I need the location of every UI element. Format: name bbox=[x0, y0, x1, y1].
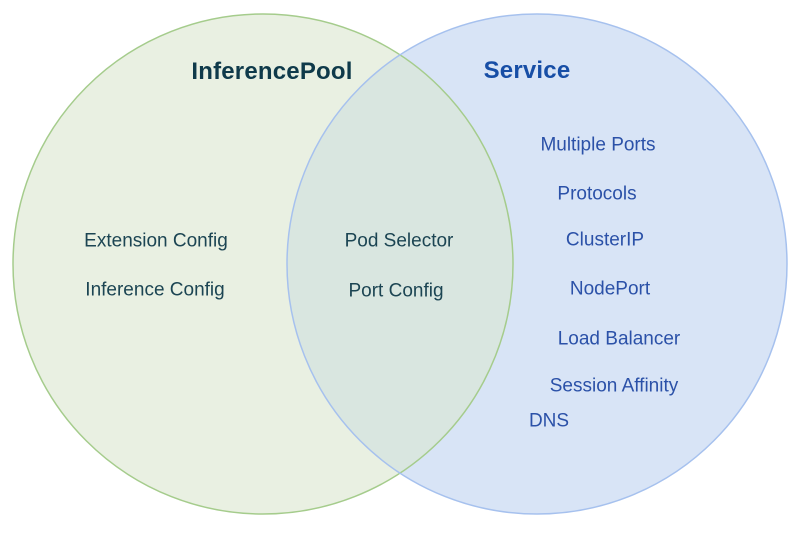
overlap-item-port-config: Port Config bbox=[348, 280, 444, 302]
right-item-protocols: Protocols bbox=[557, 183, 637, 205]
right-item-load-balancer: Load Balancer bbox=[557, 328, 681, 350]
service-circle-border bbox=[286, 13, 788, 515]
right-item-nodeport: NodePort bbox=[569, 278, 651, 300]
right-item-multiple-ports: Multiple Ports bbox=[540, 134, 656, 156]
left-item-inference-config: Inference Config bbox=[85, 279, 225, 301]
overlap-item-pod-selector: Pod Selector bbox=[344, 230, 454, 252]
right-item-dns: DNS bbox=[528, 410, 570, 432]
inferencepool-title: InferencePool bbox=[191, 58, 353, 85]
right-item-clusterip: ClusterIP bbox=[565, 229, 645, 251]
inferencepool-circle-border bbox=[12, 13, 514, 515]
right-item-session-affinity: Session Affinity bbox=[549, 375, 679, 397]
service-title: Service bbox=[483, 57, 571, 84]
left-item-extension-config: Extension Config bbox=[84, 230, 228, 252]
overlap-region bbox=[287, 14, 513, 514]
